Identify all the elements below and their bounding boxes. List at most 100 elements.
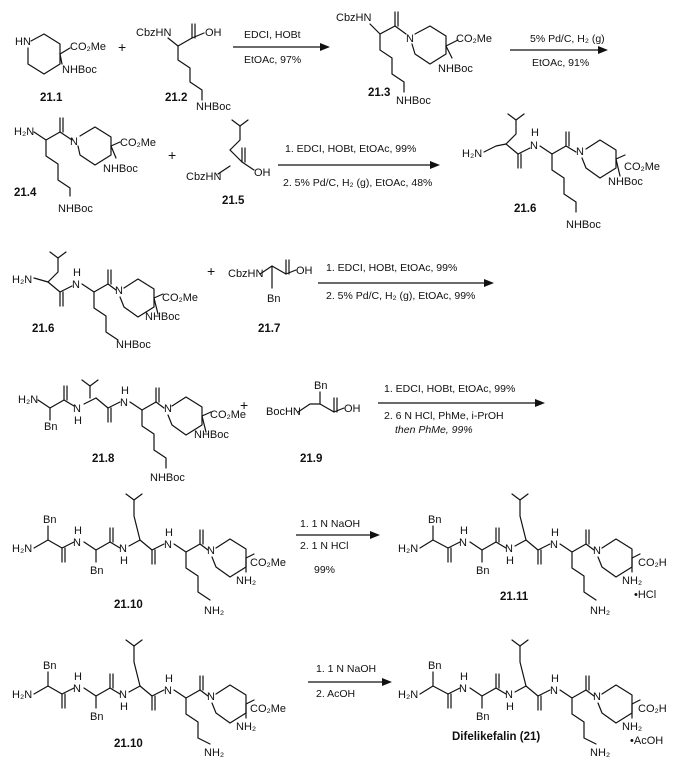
compound-21-8: H₂N Bn N H N H N CO₂Me NHBoc NHBoc 21.8 [18,379,246,484]
atom-label: H₂N [398,543,418,555]
atom-label: NHBoc [150,472,185,484]
compound-21-7: CbzHN OH Bn 21.7 [228,259,313,335]
reaction-arrow: 1. 1 N NaOH 2. AcOH [308,663,392,700]
condition: 2. 5% Pd/C, H₂ (g), EtOAc, 48% [283,177,432,189]
compound-21-2: CbzHN OH NHBoc 21.2 [136,23,231,113]
reaction-arrow: 1. EDCI, HOBt, EtOAc, 99% 2. 5% Pd/C, H₂… [318,262,494,302]
compound-21-4: H₂N N CO₂Me NHBoc NHBoc 21.4 [14,117,156,215]
atom-label: CO₂H [638,557,667,569]
condition: 2. 6 N HCl, PhMe, i-PrOH [384,410,504,422]
condition: 2. AcOH [316,688,355,700]
atom-label: Bn [428,660,441,672]
compound-label: 21.10 [114,738,143,750]
atom-label: H [460,671,468,683]
atom-label: N [73,537,81,549]
atom-label: N [207,691,215,703]
row-2: H₂N N CO₂Me NHBoc NHBoc 21.4 + CbzHN OH … [14,113,660,231]
atom-label: CO₂Me [456,33,492,45]
atom-label: NHBoc [196,101,231,113]
atom-label: H [531,127,539,139]
atom-label: N [550,539,558,551]
atom-label: NH₂ [236,575,256,587]
atom-label: Bn [90,565,103,577]
atom-label: N [459,683,467,695]
atom-label: CO₂Me [250,557,286,569]
atom-label: H₂N [12,274,32,286]
atom-label: N [164,539,172,551]
row-3: H₂N N H N CO₂Me NHBoc NHBoc 21.6 + CbzHN… [12,251,494,351]
atom-label: H [506,701,514,713]
salt-label: •HCl [634,589,656,601]
atom-label: NHBoc [103,163,138,175]
atom-label: N [406,33,414,45]
condition: 1. EDCI, HOBt, EtOAc, 99% [285,143,416,155]
atom-label: OH [254,167,271,179]
atom-label: NH₂ [622,575,642,587]
atom-label: H [73,267,81,279]
row-5: Bn H₂N N H Bn N H N H N CO₂Me NH₂ [12,493,667,617]
atom-label: H [74,525,82,537]
atom-label: H [120,701,128,713]
condition: 2. 5% Pd/C, H₂ (g), EtOAc, 99% [326,290,475,302]
atom-label: N [119,689,127,701]
atom-label: N [550,685,558,697]
atom-label: H [551,527,559,539]
atom-label: N [164,685,172,697]
atom-label: CO₂Me [250,703,286,715]
plus-sign: + [240,397,248,413]
condition: 1. EDCI, HOBt, EtOAc, 99% [384,383,515,395]
compound-21-6: H₂N N H N CO₂Me NHBoc NHBoc 21.6 [462,113,660,231]
atom-label: H [551,673,559,685]
row-1: HN CO₂Me NHBoc 21.1 + CbzHN OH NHBoc 21.… [15,11,608,113]
condition: EDCI, HOBt [244,29,301,41]
compound-label: 21.6 [514,203,536,215]
atom-label: NHBoc [566,219,601,231]
condition: EtOAc, 97% [244,54,301,66]
compound-21-11: Bn H₂N N H Bn N H N H N CO₂H NH₂ [398,493,667,617]
compound-label: 21.9 [300,453,322,465]
atom-label: N [505,543,513,555]
compound-label: 21.10 [114,599,143,611]
atom-label: NH₂ [236,721,256,733]
atom-label: CO₂Me [70,41,106,53]
condition: EtOAc, 91% [532,57,589,69]
atom-label: NHBoc [58,203,93,215]
condition: 99% [314,564,335,576]
atom-label: N [115,285,123,297]
atom-label: H [120,555,128,567]
plus-sign: + [168,147,176,163]
atom-label: OH [344,403,361,415]
atom-label: H [165,673,173,685]
atom-label: NHBoc [62,64,97,76]
atom-label: H₂N [462,148,482,160]
atom-label: N [73,403,81,415]
condition: 5% Pd/C, H₂ (g) [530,33,605,45]
atom-label: N [119,543,127,555]
atom-label: N [593,691,601,703]
atom-label: Bn [476,711,489,723]
row-6: Bn H₂N N H Bn N H N H N CO₂Me NH₂ [12,639,667,759]
atom-label: H [74,671,82,683]
atom-label: NHBoc [396,95,431,107]
atom-label: CbzHN [228,268,264,280]
atom-label: NHBoc [608,176,643,188]
atom-label: N [576,146,584,158]
compound-label: 21.11 [500,591,529,603]
atom-label: N [530,140,538,152]
atom-label: CbzHN [336,12,372,24]
atom-label: H₂N [14,126,34,138]
atom-label: Bn [476,565,489,577]
compound-label: 21.2 [165,92,187,104]
atom-label: H₂N [398,689,418,701]
atom-label: NH₂ [590,605,610,617]
atom-label: Bn [43,660,56,672]
compound-21-9: Bn BocHN OH 21.9 [266,380,361,465]
compound-21-3: CbzHN N CO₂Me NHBoc NHBoc 21.3 [336,11,492,107]
atom-label: Bn [44,421,57,433]
condition: 1. EDCI, HOBt, EtOAc, 99% [326,262,457,274]
atom-label: Bn [314,380,327,392]
atom-label: H₂N [12,689,32,701]
atom-label: CbzHN [136,27,172,39]
atom-label: H₂N [18,394,38,406]
